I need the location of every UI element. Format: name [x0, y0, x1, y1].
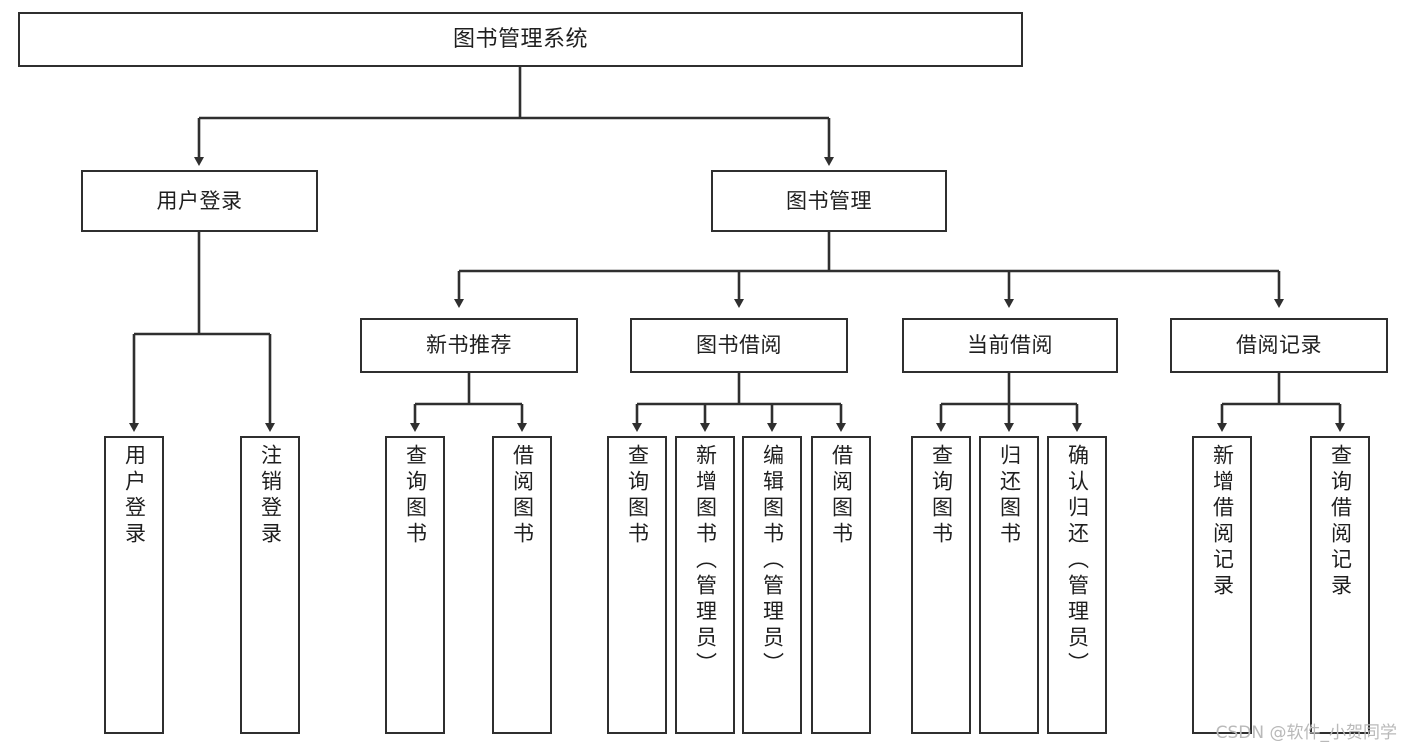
node-label: 借阅图书 [510, 444, 535, 548]
node-label: 注销登录 [258, 444, 283, 548]
leaf-user-login-login[interactable]: 用户登录 [104, 436, 164, 734]
node-label: 用户登录 [156, 188, 243, 213]
leaf-user-login-logout[interactable]: 注销登录 [240, 436, 300, 734]
leaf-book-borrow-edit-book-admin[interactable]: 编辑图书（管理员） [742, 436, 802, 734]
node-label: 归还图书 [997, 444, 1022, 548]
leaf-borrow-record-query-record[interactable]: 查询借阅记录 [1310, 436, 1370, 734]
node-user-login[interactable]: 用户登录 [81, 170, 318, 232]
node-label: 新增借阅记录 [1210, 444, 1235, 600]
node-new-book-recommend[interactable]: 新书推荐 [360, 318, 578, 373]
node-label: 借阅记录 [1236, 333, 1322, 358]
node-label: 图书借阅 [696, 333, 782, 358]
leaf-current-borrow-return-books[interactable]: 归还图书 [979, 436, 1039, 734]
node-label: 图书管理 [786, 188, 872, 213]
node-label: 查询借阅记录 [1328, 444, 1353, 600]
node-label: 用户登录 [122, 444, 147, 548]
node-label: 新书推荐 [426, 333, 512, 358]
node-borrow-record[interactable]: 借阅记录 [1170, 318, 1388, 373]
leaf-book-borrow-query-books[interactable]: 查询图书 [607, 436, 667, 734]
node-label: 图书管理系统 [452, 26, 588, 52]
node-label: 借阅图书 [829, 444, 854, 548]
leaf-new-book-borrow-books[interactable]: 借阅图书 [492, 436, 552, 734]
node-book-borrow[interactable]: 图书借阅 [630, 318, 848, 373]
node-label: 确认归还（管理员） [1065, 444, 1090, 678]
node-label: 查询图书 [929, 444, 954, 548]
node-label: 当前借阅 [967, 333, 1053, 358]
node-current-borrow[interactable]: 当前借阅 [902, 318, 1118, 373]
node-label: 查询图书 [625, 444, 650, 548]
leaf-current-borrow-confirm-return-admin[interactable]: 确认归还（管理员） [1047, 436, 1107, 734]
node-label: 编辑图书（管理员） [760, 444, 785, 678]
leaf-book-borrow-add-book-admin[interactable]: 新增图书（管理员） [675, 436, 735, 734]
leaf-book-borrow-borrow-books[interactable]: 借阅图书 [811, 436, 871, 734]
node-book-management[interactable]: 图书管理 [711, 170, 947, 232]
leaf-borrow-record-add-record[interactable]: 新增借阅记录 [1192, 436, 1252, 734]
node-root-library-system[interactable]: 图书管理系统 [18, 12, 1023, 67]
leaf-new-book-query-books[interactable]: 查询图书 [385, 436, 445, 734]
leaf-current-borrow-query-books[interactable]: 查询图书 [911, 436, 971, 734]
node-label: 查询图书 [403, 444, 428, 548]
node-label: 新增图书（管理员） [693, 444, 718, 678]
